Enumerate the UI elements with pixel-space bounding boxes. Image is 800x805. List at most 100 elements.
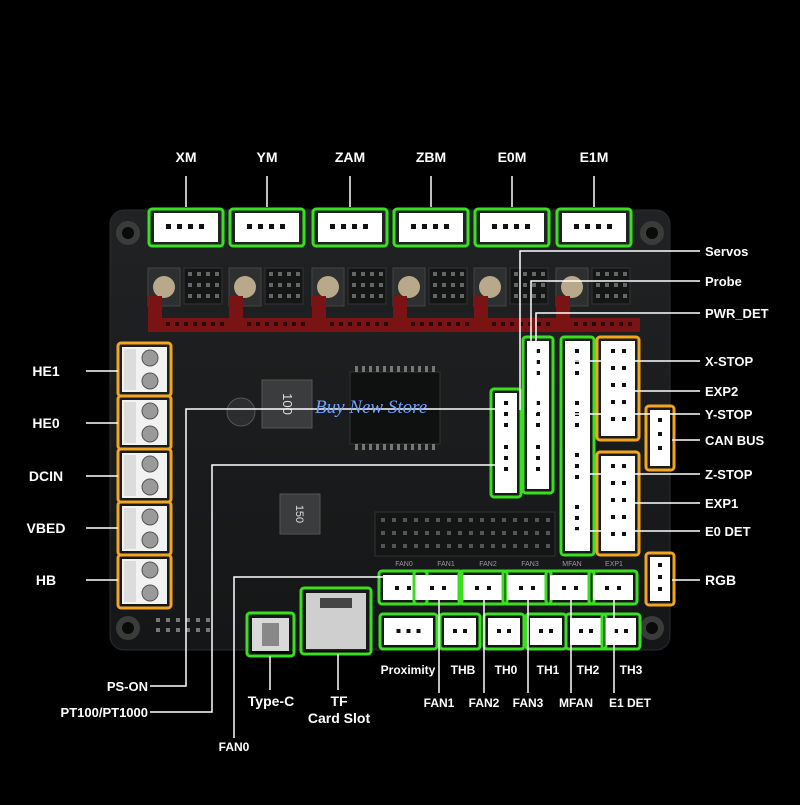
exp1-header — [595, 450, 641, 557]
motor-connector-5 — [473, 207, 551, 248]
driver-slot-1 — [147, 267, 232, 332]
exp2-header — [595, 335, 641, 442]
can-bus-header — [644, 404, 676, 472]
label-th0: TH0 — [495, 663, 518, 677]
motor-connector-3 — [311, 207, 389, 248]
thermistor-connector-6 — [600, 612, 642, 651]
inductor-bottom-text: 150 — [293, 505, 305, 523]
thermistor-connector-5 — [564, 612, 608, 651]
label-zam: ZAM — [335, 149, 365, 165]
label-th2: TH2 — [577, 663, 600, 677]
mounting-hole-bl — [116, 616, 140, 640]
motor-connector-1 — [147, 207, 225, 248]
driver-slot-6 — [555, 267, 640, 332]
lower-pin-header-block — [374, 511, 556, 557]
fan-connector-6 — [587, 569, 639, 606]
label-fan0: FAN0 — [219, 740, 250, 754]
watermark: Buy New Store — [315, 397, 427, 418]
thermistor-connector-3 — [482, 612, 526, 651]
motor-labels: XM YM ZAM ZBM E0M E1M — [176, 149, 609, 165]
label-vbed: VBED — [27, 520, 66, 536]
mcu-chip — [349, 366, 441, 450]
capacitor — [226, 397, 256, 427]
stepper-driver-row — [147, 267, 640, 332]
label-servos: Servos — [705, 244, 748, 259]
label-pwr-det: PWR_DET — [705, 306, 769, 321]
power-terminal-5 — [116, 553, 173, 610]
label-he0: HE0 — [32, 415, 59, 431]
silk-fan1: FAN1 — [437, 561, 455, 568]
fan-connector-5 — [544, 569, 596, 606]
label-pt100: PT100/PT1000 — [61, 705, 148, 720]
driver-slot-2 — [228, 267, 313, 332]
thermistor-connector-1 — [378, 612, 439, 651]
driver-slot-4 — [392, 267, 477, 332]
mounting-hole-br — [640, 616, 664, 640]
inductor-top-text: 100 — [280, 393, 295, 415]
label-mfan: MFAN — [559, 696, 593, 710]
label-type-c: Type-C — [248, 693, 294, 709]
label-fan2: FAN2 — [469, 696, 500, 710]
thermistor-connectors-row — [378, 612, 642, 651]
label-e0-det: E0 DET — [705, 524, 751, 539]
label-y-stop: Y-STOP — [705, 407, 753, 422]
label-exp1: EXP1 — [705, 496, 738, 511]
label-e1-det: E1 DET — [609, 696, 652, 710]
label-th3: TH3 — [620, 663, 643, 677]
fan-connector-4 — [501, 569, 553, 606]
driver-slot-5 — [473, 267, 558, 332]
label-can-bus: CAN BUS — [705, 433, 765, 448]
label-hb: HB — [36, 572, 56, 588]
label-zbm: ZBM — [416, 149, 446, 165]
label-fan3: FAN3 — [513, 696, 544, 710]
power-terminal-4 — [116, 500, 173, 557]
motor-connector-4 — [392, 207, 470, 248]
label-e1m: E1M — [580, 149, 609, 165]
label-he1: HE1 — [32, 363, 59, 379]
type-c-port — [245, 611, 296, 658]
silk-mfan: MFAN — [562, 561, 581, 568]
endstop-header-column — [559, 335, 596, 557]
leader-lines — [86, 176, 700, 738]
power-terminals — [116, 341, 173, 610]
left-labels: HE1 HE0 DCIN VBED HB — [27, 363, 66, 588]
label-exp2: EXP2 — [705, 384, 738, 399]
mounting-hole-tl — [116, 221, 140, 245]
silk-fan3: FAN3 — [521, 561, 539, 568]
power-terminal-2 — [116, 394, 173, 451]
right-labels: Servos Probe PWR_DET X-STOP EXP2 Y-STOP … — [705, 244, 769, 588]
silk-fan2: FAN2 — [479, 561, 497, 568]
bottom-left-pins — [156, 618, 210, 632]
label-th1: TH1 — [537, 663, 560, 677]
label-tf: TF — [330, 693, 348, 709]
bottom-labels: PS-ON PT100/PT1000 FAN0 Type-C TF Card S… — [61, 663, 652, 754]
label-thb: THB — [451, 663, 476, 677]
label-rgb: RGB — [705, 572, 736, 588]
pcb-board: 100 150 FAN0 FAN1 FAN2 FAN3 MFAN EXP1 — [109, 209, 671, 651]
label-ps-on: PS-ON — [107, 679, 148, 694]
thermistor-connector-4 — [524, 612, 568, 651]
fan-silkscreen-row: FAN0 FAN1 FAN2 FAN3 MFAN EXP1 — [395, 561, 623, 568]
label-card-slot: Card Slot — [308, 710, 371, 726]
label-proximity: Proximity — [381, 663, 436, 677]
inductor-bottom: 150 — [279, 493, 321, 535]
label-probe: Probe — [705, 274, 742, 289]
right-headers — [489, 335, 676, 607]
label-xm: XM — [176, 149, 197, 165]
label-e0m: E0M — [498, 149, 527, 165]
label-dcin: DCIN — [29, 468, 63, 484]
thermistor-connector-2 — [438, 612, 482, 651]
power-terminal-1 — [116, 341, 173, 398]
motor-connector-6 — [555, 207, 633, 248]
fan-connector-3 — [457, 569, 509, 606]
mounting-hole-tr — [640, 221, 664, 245]
label-x-stop: X-STOP — [705, 354, 753, 369]
driver-slot-3 — [311, 267, 396, 332]
motor-connectors — [147, 207, 633, 248]
silk-exp1: EXP1 — [605, 561, 623, 568]
fan-connectors-row — [377, 569, 639, 606]
motor-connector-2 — [228, 207, 306, 248]
label-ym: YM — [257, 149, 278, 165]
tf-card-slot — [299, 586, 373, 656]
